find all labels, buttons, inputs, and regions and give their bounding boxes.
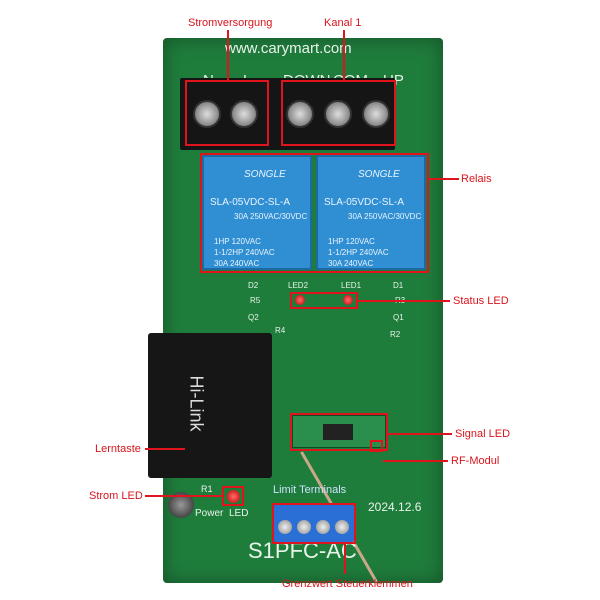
- leader-line: [145, 448, 185, 450]
- leader-line: [429, 178, 459, 180]
- limit-terminal-screw[interactable]: [278, 520, 292, 534]
- power-supply-annotation: Stromversorgung: [188, 17, 273, 29]
- relay-brand: SONGLE: [244, 169, 286, 180]
- leader-line: [145, 495, 222, 497]
- date-label: 2024.12.6: [368, 500, 422, 514]
- learn-button-annotation: Lerntaste: [95, 443, 141, 455]
- power-led-box: [222, 486, 244, 506]
- led2-label: LED2: [288, 281, 309, 290]
- limit-terminals-label: Limit Terminals: [273, 484, 347, 496]
- status-led-annotation: Status LED: [453, 295, 509, 307]
- q2-label: Q2: [248, 313, 259, 322]
- power-label: Power: [195, 508, 224, 519]
- limit-terminals-annotation: Grenzwert Steuerklemmen: [282, 578, 413, 590]
- signal-led-annotation: Signal LED: [455, 428, 511, 440]
- power-module-brand: Hi-Link: [186, 375, 207, 432]
- limit-terminal-screw[interactable]: [316, 520, 330, 534]
- relay-model: SLA-05VDC-SL-A: [324, 197, 405, 208]
- relay-spec: 1HP 120VAC: [328, 237, 375, 246]
- relay-2: SONGLE SLA-05VDC-SL-A 30A 250VAC/30VDC 1…: [202, 155, 312, 270]
- rf-chip: [323, 424, 353, 440]
- relay-1: SONGLE SLA-05VDC-SL-A 30A 250VAC/30VDC 1…: [316, 155, 426, 270]
- screw-terminal-com[interactable]: [324, 100, 352, 128]
- relay-spec: 1HP 120VAC: [214, 237, 261, 246]
- leader-line: [227, 30, 229, 80]
- limit-terminal-screw[interactable]: [297, 520, 311, 534]
- d1-label: D1: [393, 281, 404, 290]
- url-silkscreen: www.carymart.com: [225, 40, 352, 57]
- power-module: Hi-Link: [148, 333, 272, 478]
- power-led: [227, 490, 240, 503]
- leader-line: [343, 30, 345, 80]
- limit-terminal-screw[interactable]: [335, 520, 349, 534]
- screw-terminal-block: [180, 78, 395, 150]
- rf-module-box: [290, 413, 388, 451]
- relay-spec: 1-1/2HP 240VAC: [214, 248, 275, 257]
- limit-terminal-box: [272, 503, 356, 544]
- r4-label: R4: [275, 326, 286, 335]
- d2-label: D2: [248, 281, 259, 290]
- relay-spec: 30A 240VAC: [214, 259, 260, 268]
- led1-label: LED1: [341, 281, 362, 290]
- screw-terminal-l[interactable]: [230, 100, 258, 128]
- relay-spec: 1-1/2HP 240VAC: [328, 248, 389, 257]
- status-led-2: [295, 295, 305, 305]
- r2-label: R2: [390, 330, 401, 339]
- channel-box: [281, 80, 396, 146]
- relay-brand: SONGLE: [358, 169, 400, 180]
- screw-terminal-down[interactable]: [286, 100, 314, 128]
- status-led-box: [290, 292, 358, 309]
- power-led-annotation: Strom LED: [89, 490, 143, 502]
- screw-terminal-up[interactable]: [362, 100, 390, 128]
- relay-spec: 30A 240VAC: [328, 259, 374, 268]
- limit-terminal-block: [274, 505, 354, 542]
- q1-label: Q1: [393, 313, 404, 322]
- screw-terminal-n[interactable]: [193, 100, 221, 128]
- rf-module-annotation: RF-Modul: [451, 455, 500, 467]
- led-label: LED: [229, 508, 249, 519]
- r1-label: R1: [201, 484, 213, 494]
- relay-annotation: Relais: [461, 173, 492, 185]
- channel-annotation: Kanal 1: [324, 17, 362, 29]
- relay-spec: 30A 250VAC/30VDC: [348, 212, 422, 221]
- leader-line: [388, 433, 452, 435]
- leader-line: [344, 544, 346, 574]
- relay-spec: 30A 250VAC/30VDC: [234, 212, 308, 221]
- leader-line: [383, 460, 448, 462]
- status-led-1: [343, 295, 353, 305]
- relay-box: [200, 153, 429, 273]
- leader-line: [358, 300, 450, 302]
- relay-model: SLA-05VDC-SL-A: [210, 197, 291, 208]
- signal-led-box: [370, 440, 383, 452]
- power-supply-box: [185, 80, 269, 146]
- r5-label: R5: [250, 296, 261, 305]
